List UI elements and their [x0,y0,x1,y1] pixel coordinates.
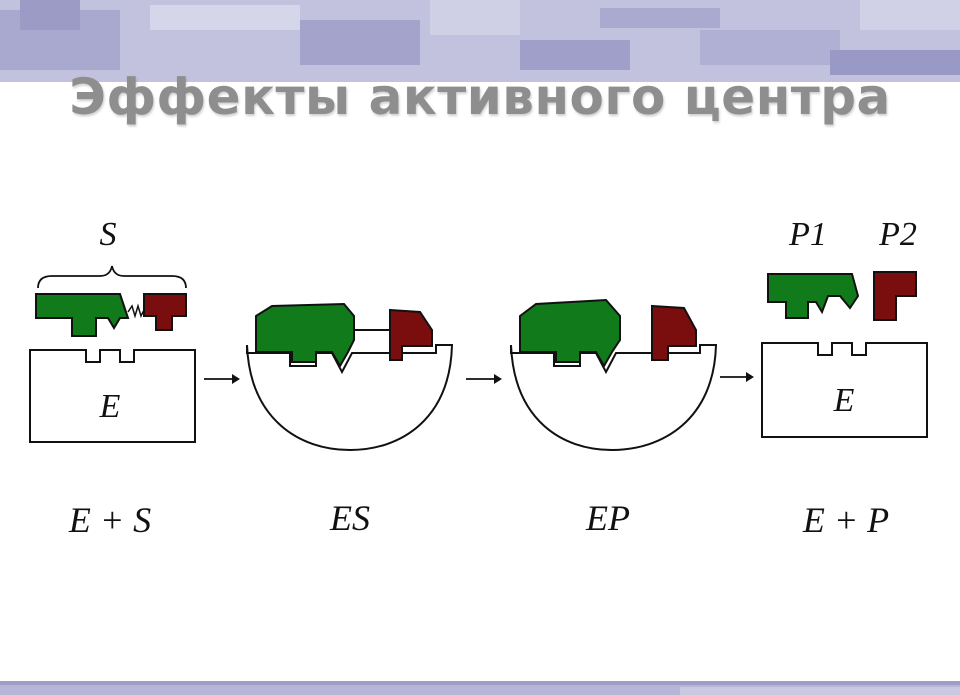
substrate-bond [127,303,145,319]
product1-shape [767,273,860,319]
stage-label-es: ES [329,498,370,538]
footer-decoration [0,681,960,695]
enzyme-bowl-ep [510,344,718,452]
enzyme-label-regenerated: E [833,382,855,419]
stage-e-plus-s: S E [29,216,196,443]
enzyme-bowl [246,344,454,452]
ep-product-green [519,298,621,369]
substrate-red-part [143,293,187,331]
substrate-brace [37,265,187,289]
header-decoration [0,0,960,82]
substrate-label: S [100,216,117,253]
arrow-2 [466,374,502,384]
slide-title: Эффекты активного центра [69,68,891,126]
arrow-1 [204,374,240,384]
enzyme-block [29,349,196,443]
stage-e-plus-p: P1 P2 E [761,216,928,438]
es-substrate-green [255,302,355,369]
stage-label-e-plus-p: E + P [802,500,889,540]
enzyme-block-regenerated [761,342,928,438]
ep-product-red [651,304,697,361]
product2-shape [873,271,917,321]
stage-es [246,302,454,452]
enzyme-label: E [99,388,121,425]
arrow-3 [720,372,754,382]
substrate-green-part [35,293,130,337]
product2-label: P2 [878,216,917,253]
product1-label: P1 [788,216,827,253]
stage-label-ep: EP [585,498,630,538]
es-substrate-red [389,308,433,361]
stage-ep [510,298,718,452]
stage-label-e-plus-s: E + S [68,500,151,540]
